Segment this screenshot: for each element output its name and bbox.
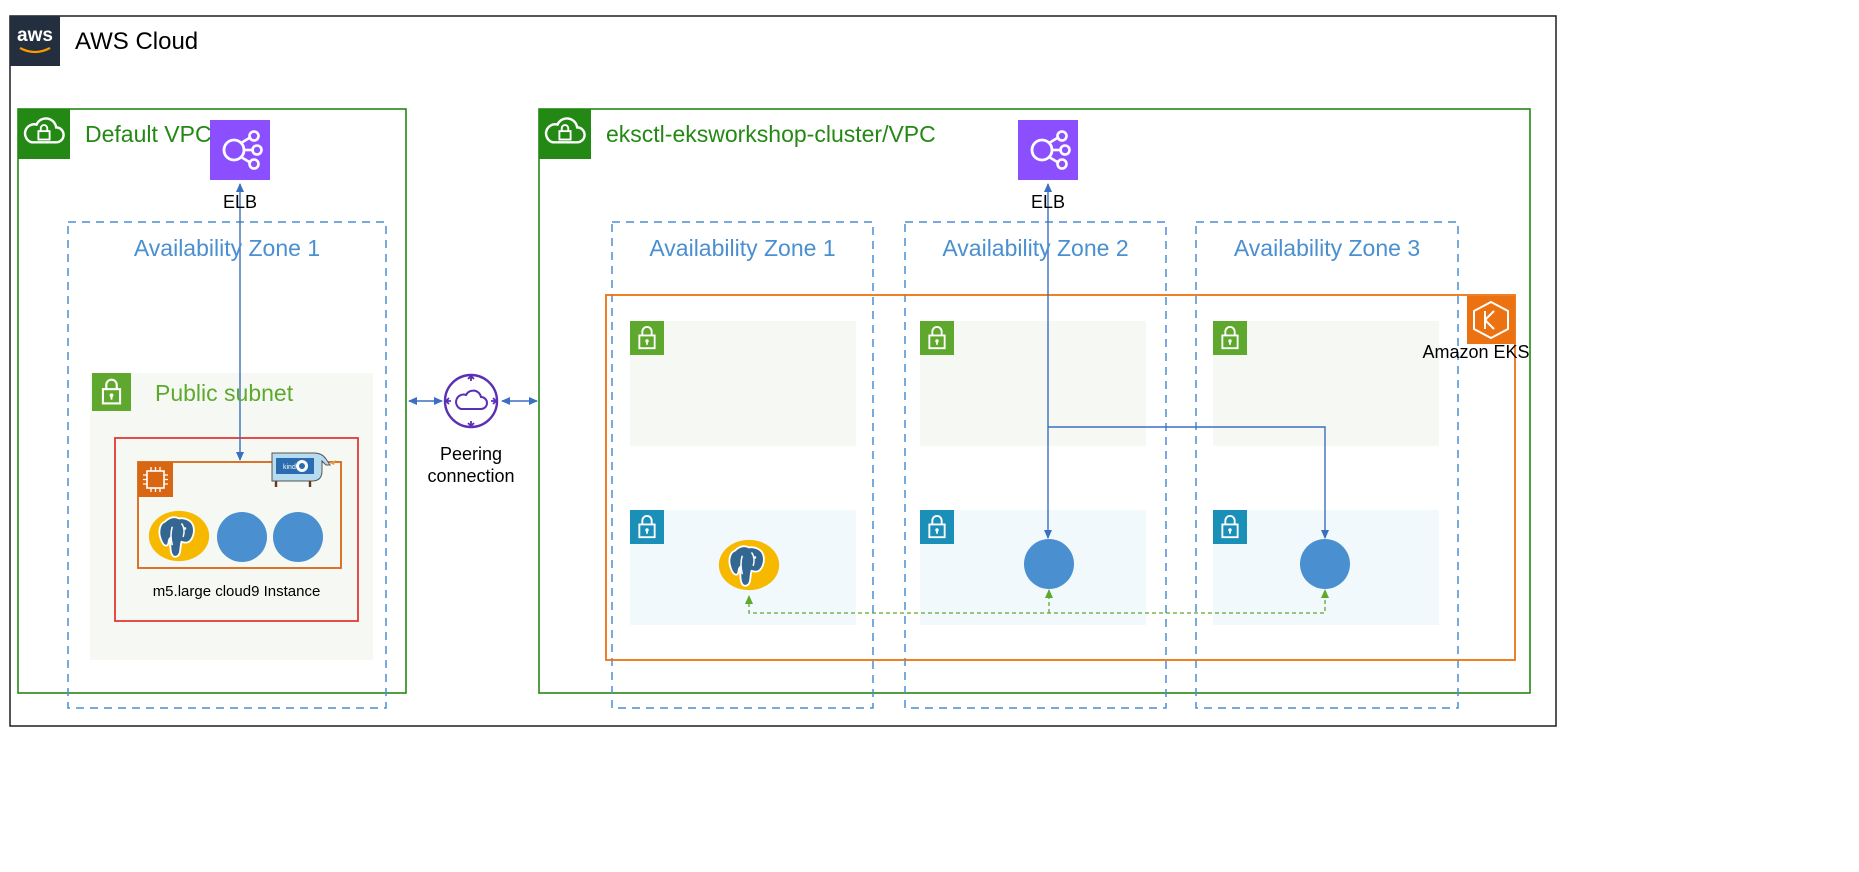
pod-circle (1024, 539, 1074, 589)
default-elb-label: ELB (222, 192, 258, 212)
vpc-cloud-icon (539, 109, 591, 159)
eks-cluster-box (605, 294, 1516, 661)
eks-az-2 (904, 221, 1167, 709)
eks-az3-title: Availability Zone 3 (1233, 235, 1421, 261)
postgres-icon (148, 509, 210, 563)
elb-icon (210, 120, 270, 180)
eks-az1-title: Availability Zone 1 (649, 235, 836, 261)
eks-vpc-title: eksctl-eksworkshop-cluster/VPC (606, 121, 936, 147)
pod-circle (1300, 539, 1350, 589)
public-subnet-title: Public subnet (155, 380, 294, 406)
ec2-chip-icon (138, 462, 173, 497)
ec2-inner-box (137, 461, 342, 569)
eks-az-1 (611, 221, 874, 709)
eks-label: Amazon EKS (1422, 342, 1530, 362)
elb-to-az3-arrow (1048, 426, 1329, 539)
eks-az2-title: Availability Zone 2 (942, 235, 1129, 261)
default-az-title: Availability Zone 1 (133, 235, 321, 261)
eks-az-3 (1195, 221, 1459, 709)
elb-icon (1018, 120, 1078, 180)
aws-cloud-title: AWS Cloud (75, 28, 199, 55)
default-vpc-container (17, 108, 407, 694)
public-subnet-az2 (920, 321, 1146, 446)
instance-label: m5.large cloud9 Instance (152, 583, 321, 600)
eks-vpc-container (538, 108, 1531, 694)
peering-label-line1: Peering (439, 444, 503, 464)
pod-circle (217, 512, 267, 562)
kind-icon: kind (271, 452, 336, 487)
default-az-1 (67, 221, 387, 709)
pod-circle (273, 512, 323, 562)
default-vpc-title: Default VPC (85, 121, 212, 147)
peering-label-line2: connection (427, 466, 515, 486)
svg-text:kind: kind (283, 464, 296, 471)
vpc-cloud-icon (18, 109, 70, 159)
db-connection-line (745, 589, 1329, 614)
eks-elb-label: ELB (1030, 192, 1066, 212)
eks-icon (1467, 296, 1515, 344)
aws-logo-icon: aws (10, 16, 60, 66)
postgres-icon (718, 538, 780, 592)
aws-cloud-container (9, 15, 1557, 727)
peering-icon (443, 373, 499, 429)
svg-text:aws: aws (17, 25, 53, 46)
public-subnet-az3 (1213, 321, 1439, 446)
public-subnet-az1 (630, 321, 856, 446)
